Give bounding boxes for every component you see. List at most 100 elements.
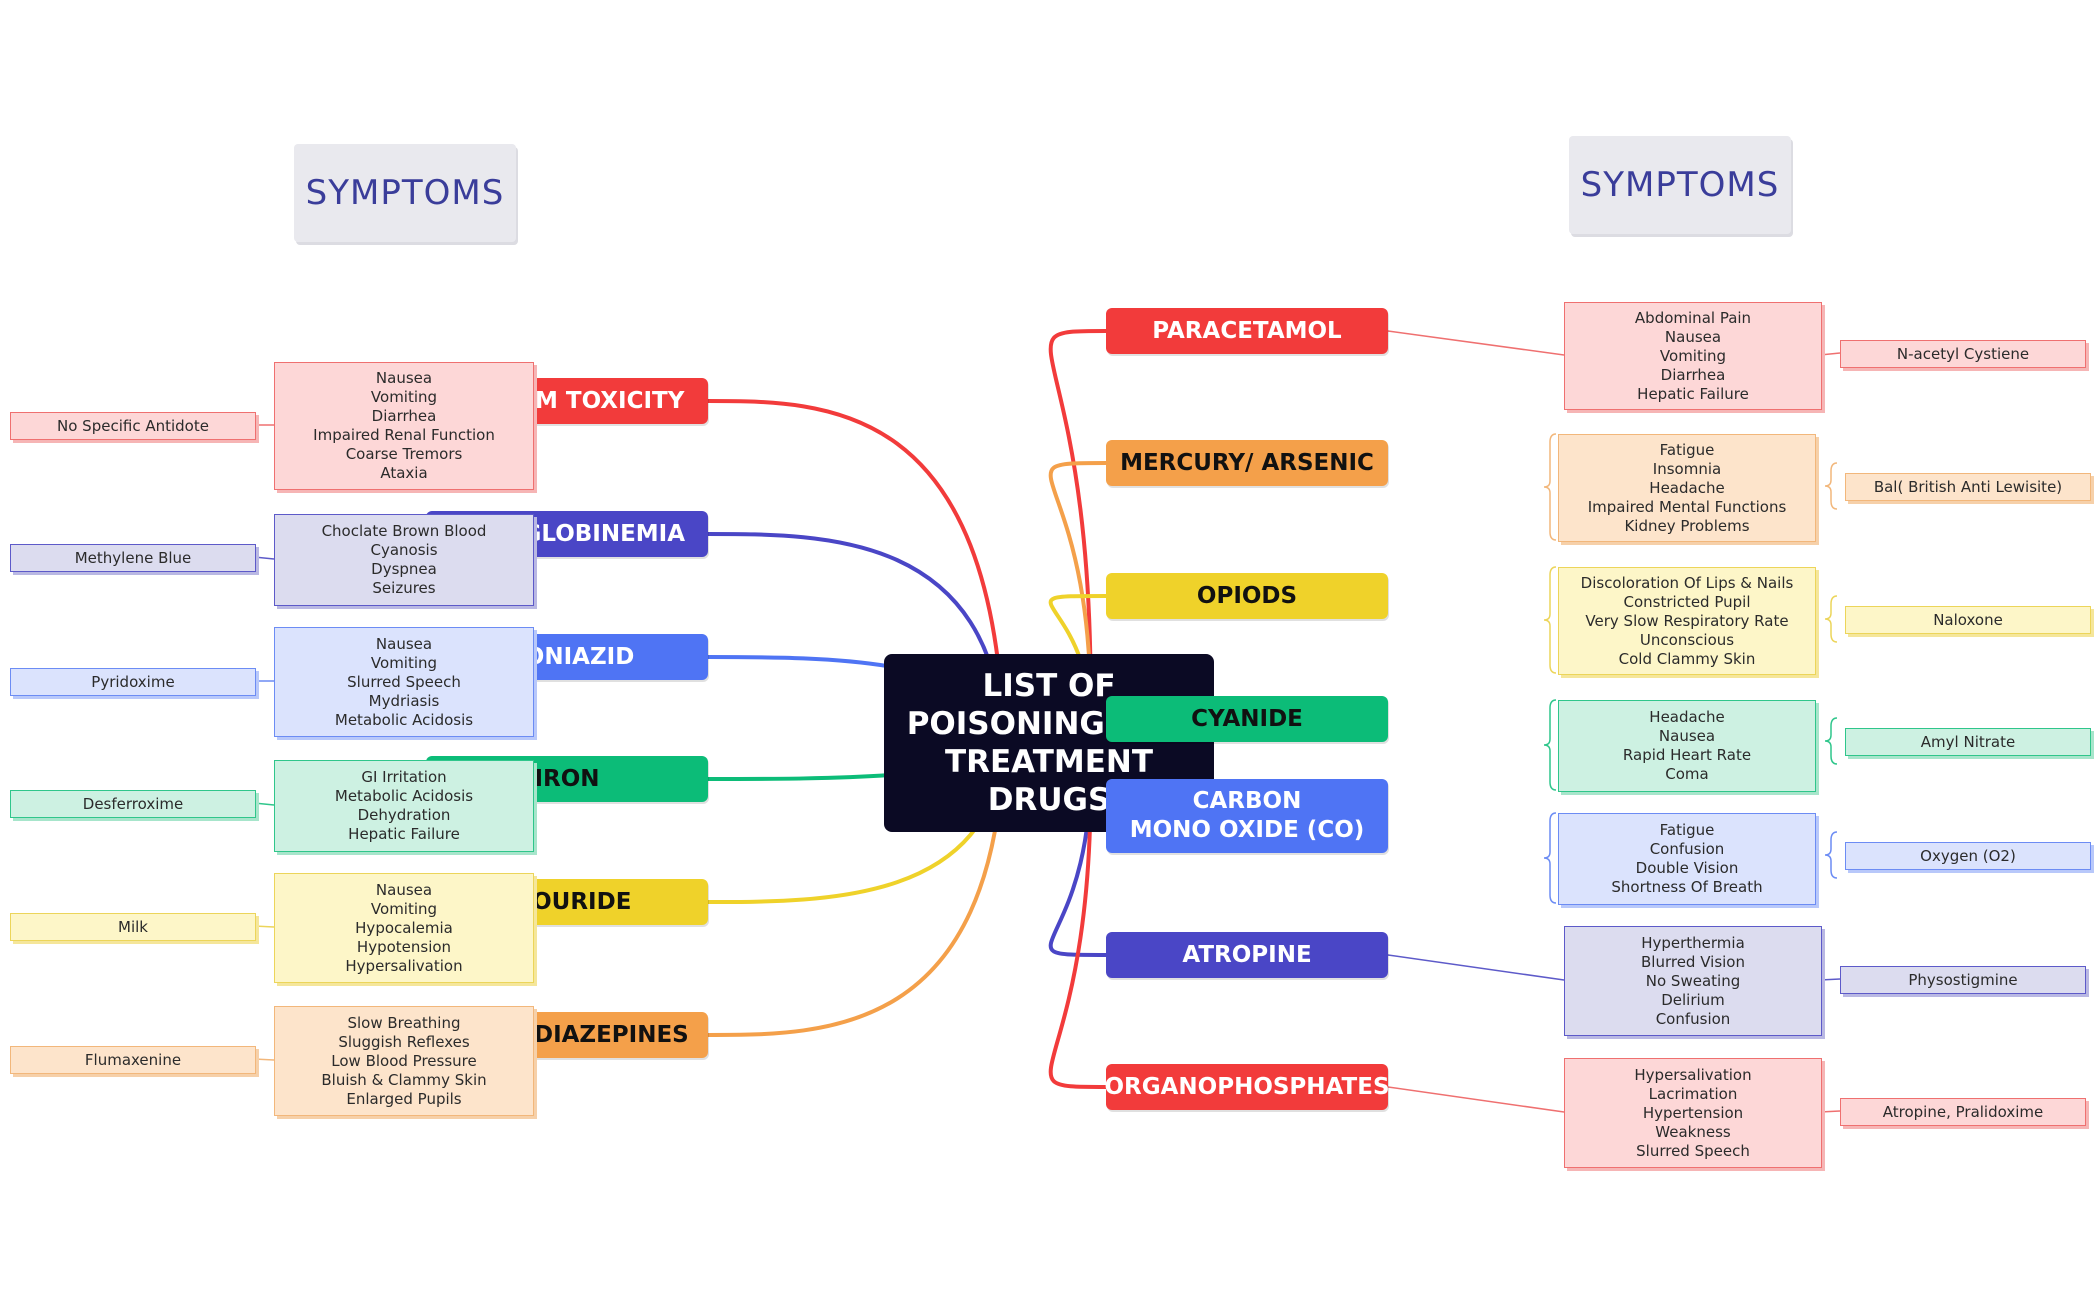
symptom-item: Nausea <box>1658 727 1716 745</box>
symptom-item: Very Slow Respiratory Rate <box>1585 611 1789 630</box>
topic-cyanide[interactable]: CYANIDE <box>1106 696 1388 742</box>
central-topic[interactable]: LIST OF POISONING AND TREATMENT DRUGS <box>884 654 1214 832</box>
symptom-item: Vomiting <box>370 388 438 406</box>
symptom-item: Metabolic Acidosis <box>334 787 474 805</box>
symptom-item: Headache <box>1649 478 1725 497</box>
antidote-box-flouride[interactable]: Milk <box>10 913 256 941</box>
antidote-box-mercury-arsenic[interactable]: Bal( British Anti Lewisite) <box>1845 473 2091 501</box>
symptom-item: Vomiting <box>370 899 438 918</box>
antidote-box-carbon-mono-oxide-co[interactable]: Oxygen (O2) <box>1845 842 2091 870</box>
symptom-item: Rapid Heart Rate <box>1622 746 1752 764</box>
topic-mercury-arsenic-label: MERCURY/ ARSENIC <box>1120 449 1374 476</box>
antidote-iron-label: Desferroxime <box>82 795 184 813</box>
topic-mercury-arsenic[interactable]: MERCURY/ ARSENIC <box>1106 440 1388 486</box>
symptom-item: Hypotension <box>356 937 452 956</box>
topic-paracetamol[interactable]: PARACETAMOL <box>1106 308 1388 354</box>
antidote-carbon-mono-oxide-co-label: Oxygen (O2) <box>1920 847 2016 865</box>
symptom-item: Bluish & Clammy Skin <box>321 1070 487 1089</box>
symptom-item: Coma <box>1665 765 1709 783</box>
symptom-item: Double Vision <box>1635 859 1739 877</box>
antidote-mercury-arsenic-label: Bal( British Anti Lewisite) <box>1873 478 2063 496</box>
topic-atropine[interactable]: ATROPINE <box>1106 932 1388 978</box>
symptom-item: Nausea <box>375 880 433 899</box>
branch-organophosphates <box>1048 741 1108 1089</box>
antidote-opiods-label: Naloxone <box>1933 611 2003 629</box>
symptom-item: Cyanosis <box>370 541 438 559</box>
topic-organophosphates-label: ORGANOPHOSPHATES <box>1104 1073 1390 1100</box>
antidote-box-atropine[interactable]: Physostigmine <box>1840 966 2086 994</box>
symptom-item: Impaired Mental Functions <box>1587 497 1787 516</box>
connector-topic-symptoms-paracetamol <box>1387 330 1565 356</box>
symptom-item: Enlarged Pupils <box>346 1089 462 1108</box>
topic-atropine-label: ATROPINE <box>1182 941 1312 968</box>
symptom-item: Kidney Problems <box>1624 516 1750 535</box>
topic-iron-label: IRON <box>534 765 600 792</box>
brace-symptoms-cyanide <box>1543 699 1557 791</box>
symptom-item: Diarrhea <box>371 407 437 425</box>
symptom-item: Slurred Speech <box>347 672 461 691</box>
symptom-item: Nausea <box>375 634 433 653</box>
symptom-item: Headache <box>1649 708 1725 726</box>
connector-symptoms-antidote-paracetamol <box>1819 352 1841 356</box>
topic-cyanide-label: CYANIDE <box>1191 705 1303 732</box>
antidote-box-lithium-toxicity[interactable]: No Specific Antidote <box>10 412 256 440</box>
symptom-item: Hypersalivation <box>345 956 463 975</box>
antidote-box-organophosphates[interactable]: Atropine, Pralidoxime <box>1840 1098 2086 1126</box>
symptom-item: Delirium <box>1661 990 1725 1009</box>
brace-antidote-mercury-arsenic <box>1824 462 1838 510</box>
antidote-box-cyanide[interactable]: Amyl Nitrate <box>1845 728 2091 756</box>
symptom-item: Coarse Tremors <box>345 445 463 463</box>
symptom-item: Hypertension <box>1642 1103 1744 1122</box>
topic-opiods[interactable]: OPIODS <box>1106 573 1388 619</box>
symptom-item: Metabolic Acidosis <box>334 710 474 729</box>
antidote-atropine-label: Physostigmine <box>1908 971 2018 989</box>
symptom-item: Vomiting <box>370 653 438 672</box>
antidote-box-paracetamol[interactable]: N-acetyl Cystiene <box>1840 340 2086 368</box>
symptom-item: Discoloration Of Lips & Nails <box>1580 573 1794 592</box>
topic-opiods-label: OPIODS <box>1196 582 1298 609</box>
antidote-paracetamol-label: N-acetyl Cystiene <box>1896 345 2030 363</box>
topic-organophosphates[interactable]: ORGANOPHOSPHATES <box>1104 1064 1390 1110</box>
topic-paracetamol-label: PARACETAMOL <box>1152 317 1342 344</box>
symptom-item: Shortness Of Breath <box>1611 878 1763 896</box>
symptom-item: Weakness <box>1655 1122 1731 1141</box>
symptom-item: No Sweating <box>1645 971 1741 990</box>
symptom-item: Choclate Brown Blood <box>321 522 487 540</box>
symptom-item: Confusion <box>1649 840 1725 858</box>
connector-symptoms-antidote-benzodiazepines <box>253 1058 275 1061</box>
antidote-box-methglobinemia[interactable]: Methylene Blue <box>10 544 256 572</box>
symptoms-header-left-text: SYMPTOMS <box>305 173 505 213</box>
antidote-box-opiods[interactable]: Naloxone <box>1845 606 2091 634</box>
symptom-item: Vomiting <box>1659 346 1727 365</box>
antidote-box-iron[interactable]: Desferroxime <box>10 790 256 818</box>
topic-carbon-mono-oxide-co-label: CARBON MONO OXIDE (CO) <box>1129 788 1365 843</box>
symptom-item: Abdominal Pain <box>1634 308 1752 327</box>
brace-symptoms-opiods <box>1543 566 1557 674</box>
brace-antidote-opiods <box>1824 595 1838 643</box>
symptoms-header-right: SYMPTOMS <box>1569 136 1791 234</box>
connector-symptoms-antidote-flouride <box>253 925 275 928</box>
symptom-item: Cold Clammy Skin <box>1618 649 1756 668</box>
brace-antidote-carbon-mono-oxide-co <box>1824 831 1838 879</box>
antidote-organophosphates-label: Atropine, Pralidoxime <box>1882 1103 2044 1121</box>
symptom-item: Mydriasis <box>368 691 440 710</box>
antidote-box-benzodiazepines[interactable]: Flumaxenine <box>10 1046 256 1074</box>
antidote-box-isoniazid[interactable]: Pyridoxime <box>10 668 256 696</box>
topic-carbon-mono-oxide-co[interactable]: CARBON MONO OXIDE (CO) <box>1106 779 1388 853</box>
brace-symptoms-mercury-arsenic <box>1543 433 1557 541</box>
branch-mercury-arsenic <box>1048 461 1108 745</box>
symptom-item: Blurred Vision <box>1641 952 1745 971</box>
